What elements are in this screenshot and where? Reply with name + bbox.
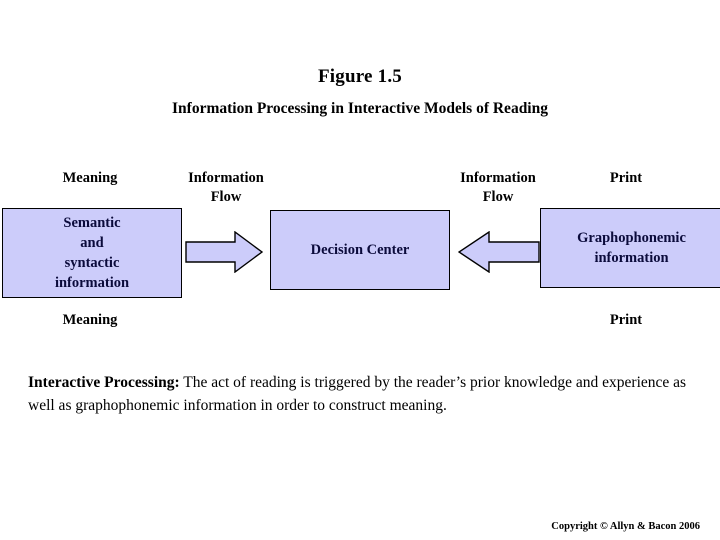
diagram-box-decision-center: Decision Center — [270, 210, 450, 290]
body-paragraph-lead: Interactive Processing: — [28, 374, 180, 391]
caption-print-top: Print — [609, 170, 643, 186]
arrow-right-icon — [185, 230, 264, 278]
arrow-left-icon — [457, 230, 540, 278]
caption-meaning-bottom: Meaning — [62, 312, 118, 328]
copyright-notice: Copyright © Allyn & Bacon 2006 — [551, 521, 700, 532]
page-subtitle: Information Processing in Interactive Mo… — [172, 100, 548, 117]
body-paragraph: Interactive Processing: The act of readi… — [28, 371, 693, 417]
caption-information-flow-right: Information Flow — [460, 170, 536, 205]
page-title: Figure 1.5 — [318, 66, 402, 87]
caption-print-bottom: Print — [609, 312, 643, 328]
caption-meaning-top: Meaning — [62, 170, 118, 186]
diagram-box-graphophonemic: Graphophonemic information — [540, 208, 720, 288]
diagram-box-semantic-syntactic: Semantic and syntactic information — [2, 208, 182, 298]
body-paragraph-text: The act of reading is triggered by the r… — [28, 374, 687, 414]
caption-information-flow-left: Information Flow — [188, 170, 264, 205]
